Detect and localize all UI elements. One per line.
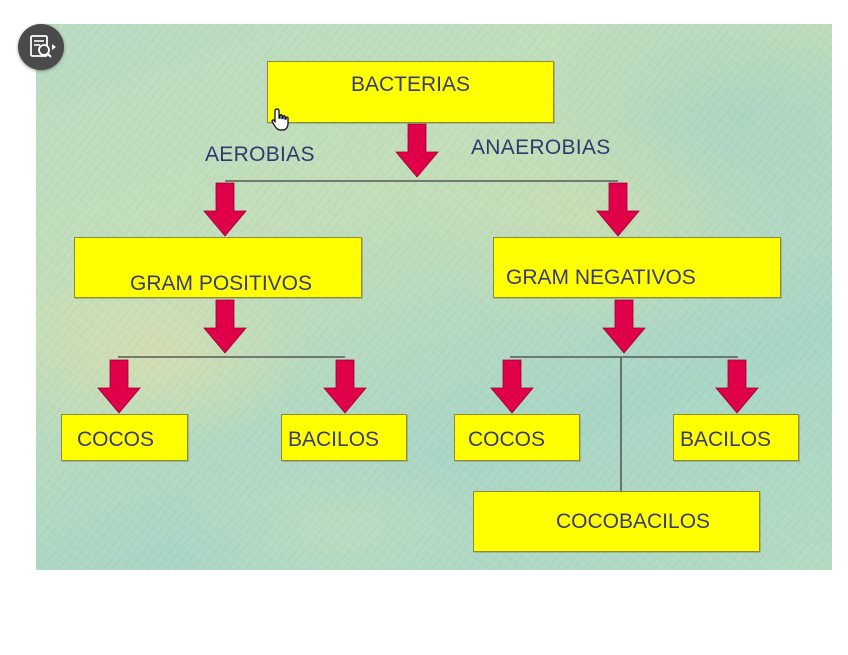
arrow-gp-bacilos	[323, 359, 367, 414]
zoom-document-button[interactable]	[18, 24, 64, 70]
gn-bacilos-label: BACILOS	[680, 428, 772, 451]
gp-bacilos-label: BACILOS	[288, 428, 380, 451]
gram-negative-node: GRAM NEGATIVOS	[493, 237, 781, 298]
arrow-gram-negative	[602, 299, 646, 354]
hand-cursor-icon	[271, 108, 289, 131]
arrow-gp-cocos	[97, 359, 141, 414]
arrow-gram-positive	[203, 299, 247, 354]
branch-label-anaerobias: ANAEROBIAS	[471, 136, 611, 159]
arrow-root	[395, 123, 439, 178]
branch-label-aerobias: AEROBIAS	[205, 143, 315, 166]
gp-cocos-node: COCOS	[61, 414, 188, 461]
arrow-anaerobias	[596, 182, 640, 237]
arrow-gn-bacilos	[715, 359, 759, 414]
gp-bacilos-node: BACILOS	[281, 414, 407, 461]
zoom-in-document-icon	[30, 35, 56, 58]
gp-cocos-label: COCOS	[77, 428, 155, 451]
gram-negative-label: GRAM NEGATIVOS	[506, 266, 696, 289]
gram-positive-node: GRAM POSITIVOS	[74, 237, 362, 298]
gn-cocobacilos-node: COCOBACILOS	[473, 491, 760, 552]
gn-cocos-node: COCOS	[454, 414, 580, 461]
gn-bacilos-node: BACILOS	[673, 414, 799, 461]
gn-cocobacilos-label: COCOBACILOS	[556, 510, 711, 533]
gram-positive-label: GRAM POSITIVOS	[130, 272, 313, 295]
arrow-gn-cocos	[490, 359, 534, 414]
gn-cocos-label: COCOS	[468, 428, 546, 451]
arrow-aerobias	[203, 182, 247, 237]
root-node-bacterias: BACTERIAS	[267, 61, 554, 123]
root-node-label: BACTERIAS	[351, 73, 471, 96]
